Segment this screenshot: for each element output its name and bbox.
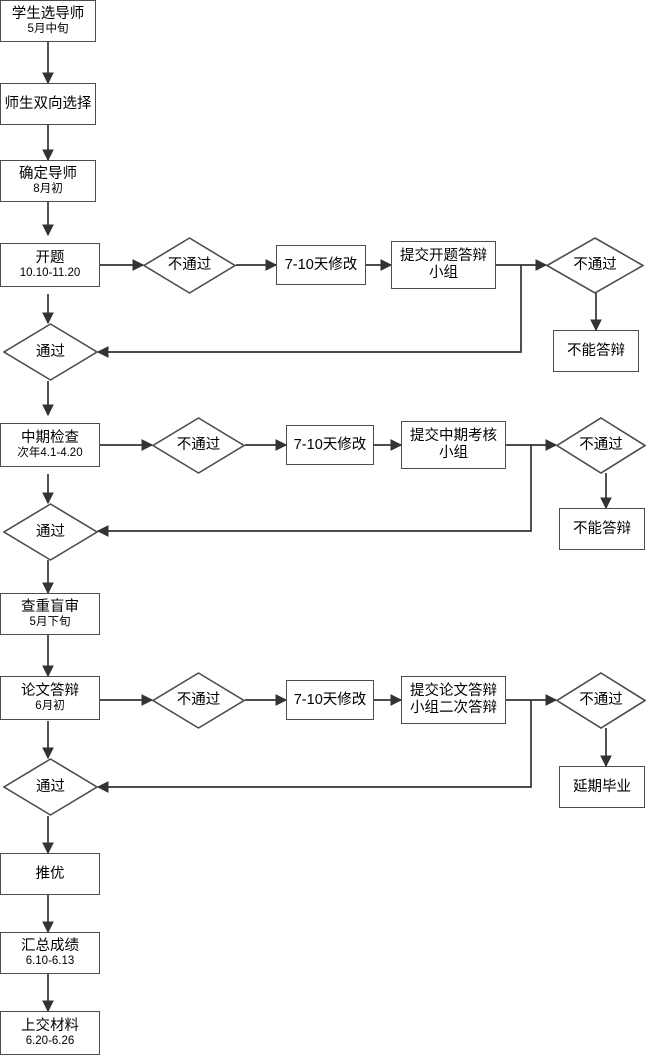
- node-proposal-revise[interactable]: 7-10天修改: [276, 245, 366, 285]
- node-proposal-submit[interactable]: 提交开题答辩小组: [391, 241, 496, 289]
- node-plagiarism-check[interactable]: 查重盲审 5月下旬: [0, 593, 100, 635]
- node-title: 通过: [36, 523, 65, 540]
- node-title: 确定导师: [19, 165, 77, 182]
- node-title: 汇总成绩: [21, 937, 79, 954]
- node-title: 不通过: [167, 257, 212, 274]
- node-proposal-fail[interactable]: 不通过: [143, 237, 236, 294]
- diamond-shape: [3, 758, 98, 816]
- node-title: 开题: [35, 249, 65, 266]
- node-title: 查重盲审: [21, 598, 79, 615]
- node-subtitle: 8月初: [33, 183, 63, 196]
- diamond-shape: [556, 672, 646, 729]
- node-title: 不通过: [573, 257, 617, 274]
- node-title: 师生双向选择: [4, 95, 92, 112]
- diamond-shape: [152, 672, 245, 729]
- node-midterm-pass[interactable]: 通过: [3, 503, 98, 561]
- node-subtitle: 5月中旬: [27, 23, 69, 36]
- node-title: 论文答辩: [21, 682, 79, 699]
- node-midterm-submit[interactable]: 提交中期考核小组: [401, 421, 506, 469]
- node-title: 不能答辩: [573, 520, 631, 537]
- node-midterm-revise[interactable]: 7-10天修改: [286, 425, 374, 465]
- node-title: 提交论文答辩小组二次答辩: [410, 682, 497, 716]
- node-subtitle: 6.20-6.26: [25, 1035, 75, 1048]
- node-title: 通过: [36, 778, 65, 795]
- node-subtitle: 6月初: [35, 700, 65, 713]
- node-defense-fail[interactable]: 不通过: [152, 672, 245, 729]
- node-submit-materials[interactable]: 上交材料 6.20-6.26: [0, 1011, 100, 1055]
- node-title: 不通过: [579, 437, 623, 454]
- diamond-shape: [556, 417, 646, 474]
- node-proposal-fail-2[interactable]: 不通过: [546, 237, 644, 294]
- node-title: 不通过: [176, 692, 221, 709]
- node-title: 7-10天修改: [293, 691, 367, 708]
- diamond-shape: [546, 237, 644, 294]
- node-title: 上交材料: [21, 1017, 79, 1034]
- diamond-shape: [143, 237, 236, 294]
- node-midterm-fail-2[interactable]: 不通过: [556, 417, 646, 474]
- node-recommend[interactable]: 推优: [0, 853, 100, 895]
- node-two-way-choice[interactable]: 师生双向选择: [0, 83, 96, 125]
- node-subtitle: 6.10-6.13: [25, 955, 75, 968]
- node-subtitle: 5月下旬: [29, 616, 71, 629]
- node-midterm-fail[interactable]: 不通过: [152, 417, 245, 474]
- node-title: 7-10天修改: [284, 256, 358, 273]
- node-title: 提交中期考核小组: [410, 427, 497, 461]
- node-title: 学生选导师: [11, 5, 85, 22]
- node-midterm[interactable]: 中期检查 次年4.1-4.20: [0, 423, 100, 467]
- node-title: 推优: [35, 865, 65, 882]
- node-title: 7-10天修改: [293, 436, 367, 453]
- node-defense-pass[interactable]: 通过: [3, 758, 98, 816]
- node-select-advisor[interactable]: 学生选导师 5月中旬: [0, 0, 96, 42]
- node-title: 不通过: [579, 692, 623, 709]
- node-title: 通过: [36, 343, 65, 360]
- node-title: 延期毕业: [573, 778, 631, 795]
- node-defense-fail-2[interactable]: 不通过: [556, 672, 646, 729]
- node-title: 中期检查: [21, 429, 79, 446]
- node-defense-revise[interactable]: 7-10天修改: [286, 680, 374, 720]
- node-defense-submit[interactable]: 提交论文答辩小组二次答辩: [401, 676, 506, 724]
- node-title: 不能答辩: [567, 342, 625, 359]
- node-proposal-pass[interactable]: 通过: [3, 323, 98, 381]
- node-summarize-grades[interactable]: 汇总成绩 6.10-6.13: [0, 932, 100, 974]
- node-defense-delay[interactable]: 延期毕业: [559, 766, 645, 808]
- node-confirm-advisor[interactable]: 确定导师 8月初: [0, 160, 96, 202]
- diamond-shape: [3, 503, 98, 561]
- node-subtitle: 次年4.1-4.20: [17, 447, 83, 460]
- node-title: 提交开题答辩小组: [400, 247, 487, 281]
- node-midterm-no-defense[interactable]: 不能答辩: [559, 508, 645, 550]
- diamond-shape: [3, 323, 98, 381]
- node-proposal-no-defense[interactable]: 不能答辩: [553, 330, 639, 372]
- node-proposal[interactable]: 开题 10.10-11.20: [0, 243, 100, 287]
- diamond-shape: [152, 417, 245, 474]
- node-title: 不通过: [176, 437, 221, 454]
- node-subtitle: 10.10-11.20: [19, 267, 81, 280]
- node-thesis-defense[interactable]: 论文答辩 6月初: [0, 676, 100, 720]
